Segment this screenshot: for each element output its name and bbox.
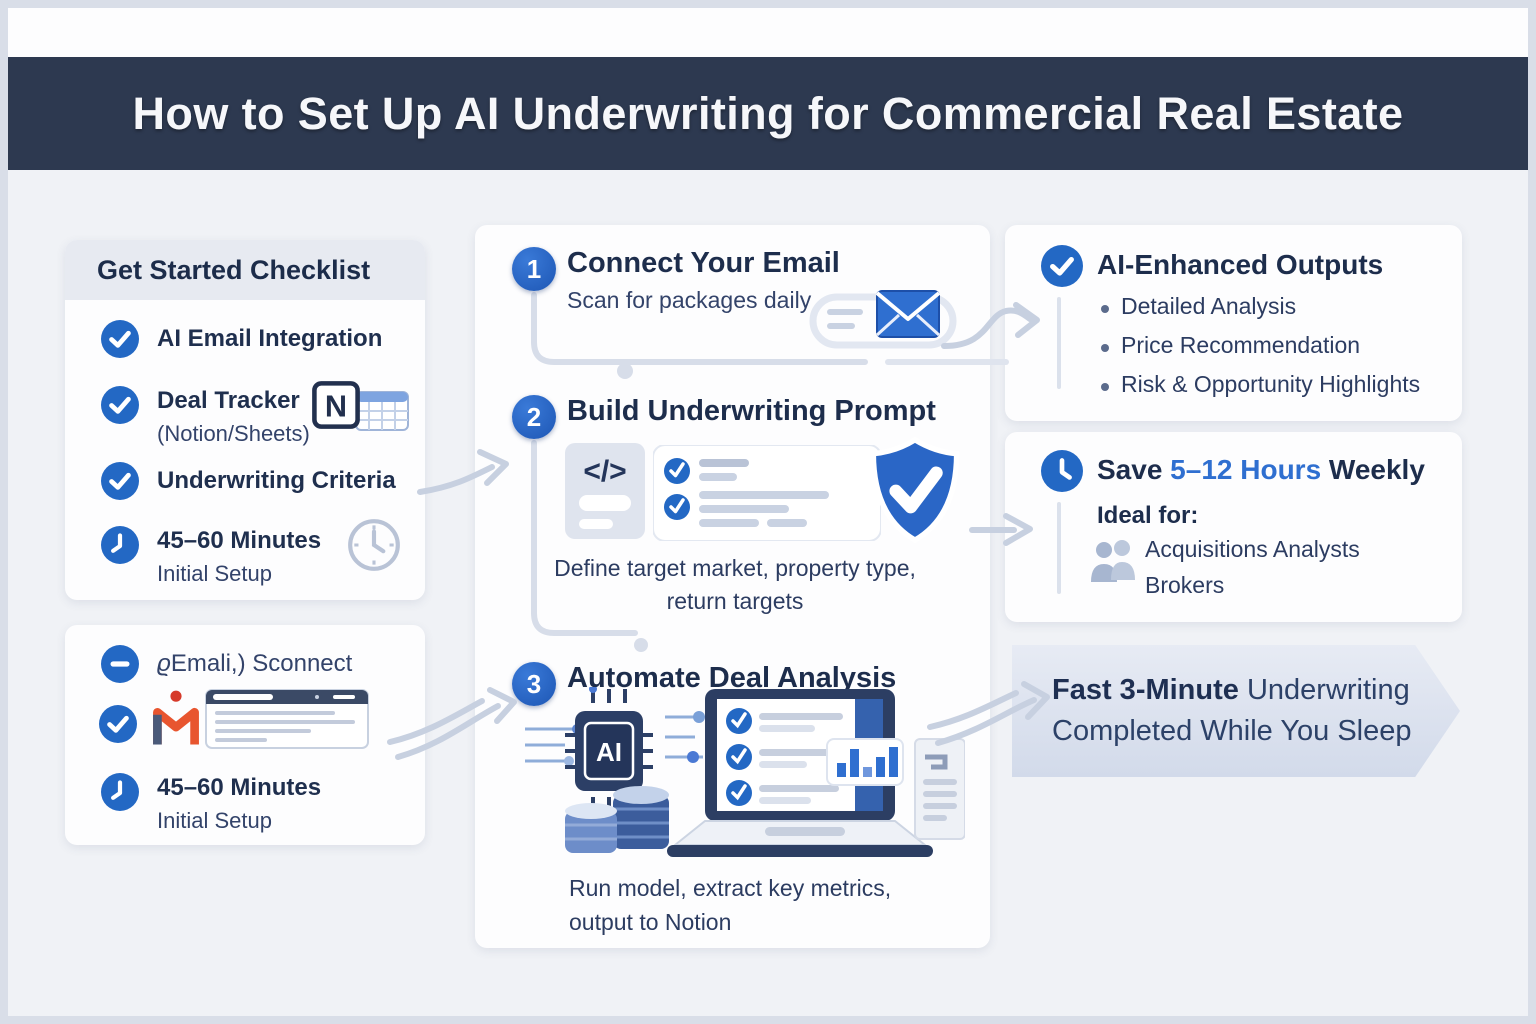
checklist-item-sublabel: Initial Setup (157, 561, 272, 586)
checklist-item-sublabel: (Notion/Sheets) (157, 421, 310, 446)
people-icon (1089, 538, 1137, 588)
ai-outputs-panel: AI-Enhanced Outputs Detailed Analysis Pr… (1005, 225, 1462, 421)
laptop-icon (667, 689, 933, 857)
step-title: Connect Your Email (567, 247, 840, 279)
step-caption: output to Notion (569, 909, 732, 935)
checklist-item-label: 45–60 Minutes (157, 527, 322, 554)
check-icon (101, 320, 139, 358)
clock-icon (1041, 450, 1083, 492)
svg-text:N: N (325, 388, 347, 423)
browser-mock (205, 689, 369, 749)
divider-line (1057, 502, 1061, 594)
check-icon (1041, 245, 1083, 287)
minus-icon (101, 645, 139, 683)
output-bullet: Detailed Analysis (1121, 293, 1297, 319)
notion-icon: N (311, 380, 361, 430)
checklist-item-label: Deal Tracker (157, 387, 300, 414)
setup-time-sublabel: Initial Setup (157, 808, 272, 833)
bullet-dot (1101, 344, 1109, 352)
ai-chip-icon: AI (565, 687, 653, 815)
email-connect-label: ϱEmali,) Sconnect (157, 650, 353, 677)
bullet-dot (1101, 383, 1109, 391)
step-caption: Define target market, property type, (554, 555, 916, 581)
checklist-item-label: Underwriting Criteria (157, 467, 396, 494)
step-caption: Run model, extract key metrics, (569, 875, 892, 901)
banner-line1: Fast 3-Minute Underwriting (1052, 674, 1410, 706)
envelope-icon (805, 277, 960, 357)
step-number-badge: 1 (512, 247, 556, 291)
output-bullet: Price Recommendation (1121, 332, 1361, 358)
fast-underwriting-banner: Fast 3-Minute Underwriting Completed Whi… (1012, 645, 1460, 777)
step-title: Automate Deal Analysis (567, 662, 897, 694)
header-banner: How to Set Up AI Underwriting for Commer… (8, 57, 1528, 170)
step-caption: return targets (666, 588, 804, 614)
code-icon: </> (565, 443, 645, 539)
shield-check-icon (867, 433, 963, 549)
check-icon (101, 386, 139, 424)
output-bullet: Risk & Opportunity Highlights (1121, 371, 1421, 397)
step-number-badge: 3 (512, 662, 556, 706)
glyph-icon: ϱ (157, 650, 171, 677)
hours-highlight: 5–12 Hours (1170, 454, 1322, 485)
coins-icon (565, 786, 669, 853)
step-title: Build Underwriting Prompt (567, 395, 936, 427)
bar-chart-icon (826, 738, 904, 786)
save-hours-title: Save 5–12 Hours Weekly (1097, 454, 1425, 485)
divider-line (1057, 297, 1061, 389)
automation-illustration: AI (525, 687, 965, 877)
svg-text:</>: </> (583, 455, 626, 488)
document-icon (914, 738, 965, 840)
clock-outline-icon (345, 516, 403, 574)
check-icon (99, 705, 137, 743)
email-connect-panel: ϱEmali,) Sconnect 45–60 Minutes Initial … (65, 625, 425, 845)
prompt-checklist-card (653, 445, 881, 541)
page-title: How to Set Up AI Underwriting for Commer… (132, 87, 1404, 139)
checklist-item-label: AI Email Integration (157, 325, 383, 352)
bullet-dot (1101, 305, 1109, 313)
step-subtitle: Scan for packages daily (567, 287, 812, 313)
outputs-title: AI-Enhanced Outputs (1097, 249, 1384, 280)
top-margin-band (8, 8, 1528, 57)
checklist-title: Get Started Checklist (97, 254, 371, 285)
save-hours-panel: Save 5–12 Hours Weekly Ideal for: Acquis… (1005, 432, 1462, 622)
gmail-icon (151, 685, 201, 747)
svg-text:AI: AI (596, 737, 622, 767)
get-started-checklist-panel: Get Started Checklist AI Email Integrati… (65, 240, 425, 600)
audience-item: Acquisitions Analysts (1145, 536, 1360, 562)
checklist-header-band: Get Started Checklist (65, 240, 425, 300)
banner-line2: Completed While You Sleep (1052, 715, 1412, 747)
clock-icon (101, 773, 139, 811)
setup-time-label: 45–60 Minutes (157, 774, 322, 801)
audience-item: Brokers (1145, 572, 1225, 598)
clock-icon (101, 526, 139, 564)
step-number-badge: 2 (512, 395, 556, 439)
steps-panel: 1 Connect Your Email Scan for packages d… (475, 225, 990, 948)
sheets-icon (355, 390, 409, 432)
check-icon (101, 462, 139, 500)
ideal-for-label: Ideal for: (1097, 502, 1199, 529)
